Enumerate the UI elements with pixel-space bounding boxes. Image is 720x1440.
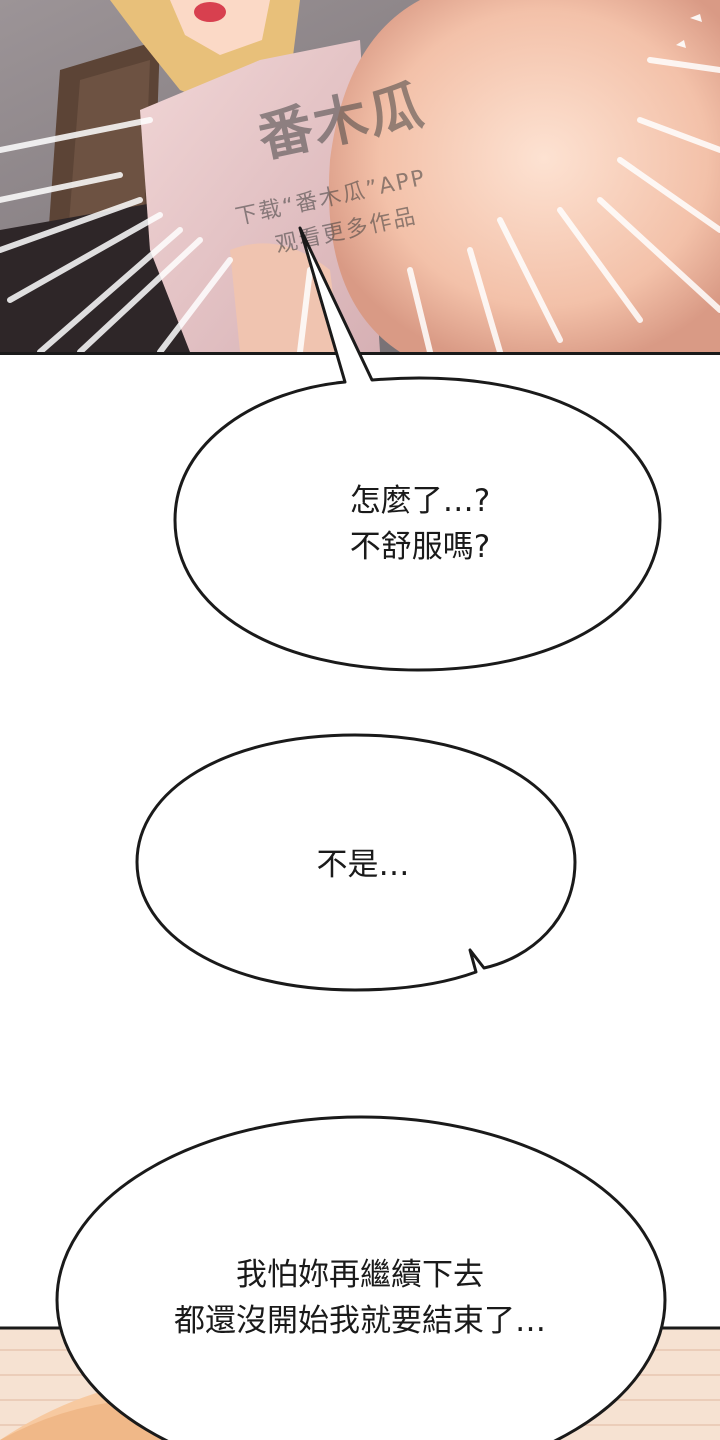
bubble-1-text: 怎麼了…? 不舒服嗎?	[349, 483, 491, 565]
panel-artwork	[0, 0, 720, 352]
speech-bubble-1	[173, 226, 662, 672]
bubble-2-text: 不是…	[316, 847, 410, 883]
speech-bubble-3	[55, 1115, 667, 1440]
top-comic-panel: 番木瓜 下载“番木瓜”APP 观看更多作品	[0, 0, 720, 355]
bubble-3-text: 我怕妳再繼續下去 都還沒開始我就要結束了…	[174, 1257, 546, 1339]
speech-bubble-2	[135, 733, 577, 992]
